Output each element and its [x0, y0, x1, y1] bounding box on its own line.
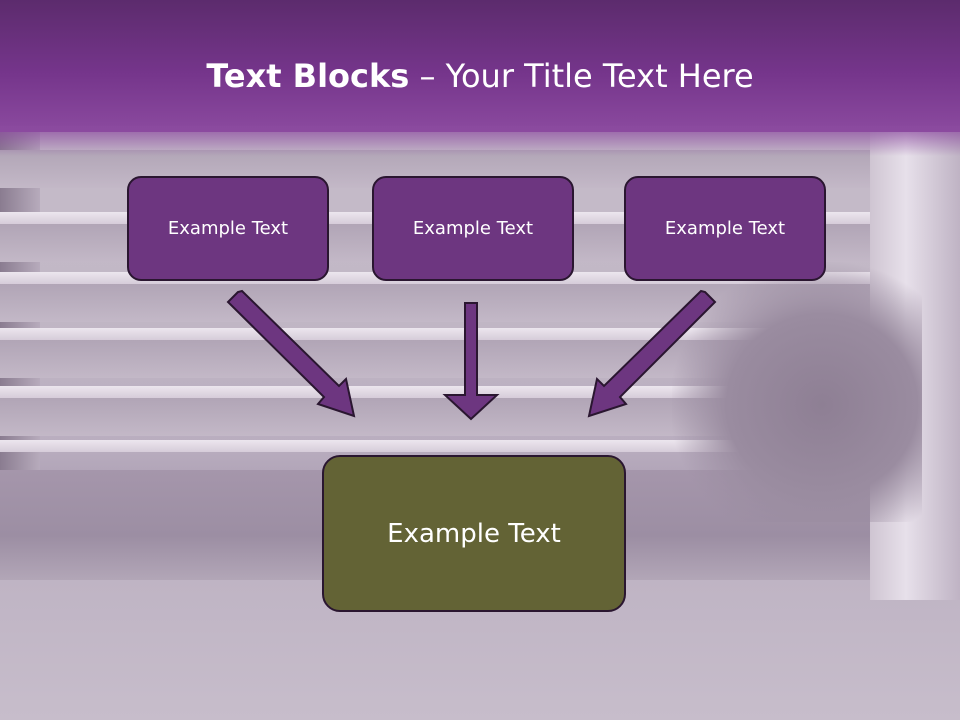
top-box-3[interactable]: Example Text	[624, 176, 826, 281]
top-box-3-label: Example Text	[664, 218, 786, 239]
background-seated-figure	[672, 262, 922, 522]
arrow-center-down	[442, 302, 500, 421]
top-box-1-label: Example Text	[167, 218, 289, 239]
bottom-box[interactable]: Example Text	[322, 455, 626, 612]
arrow-left-down-right	[226, 289, 356, 418]
bottom-box-label: Example Text	[387, 518, 561, 549]
header-band	[0, 0, 960, 132]
slide-title-rest: – Your Title Text Here	[409, 57, 754, 95]
top-box-2-label: Example Text	[412, 218, 534, 239]
top-box-1[interactable]: Example Text	[127, 176, 329, 281]
header-fade	[0, 126, 960, 156]
slide-title: Text Blocks – Your Title Text Here	[0, 52, 960, 100]
slide-title-bold: Text Blocks	[206, 57, 410, 95]
arrow-right-down-left	[587, 289, 717, 418]
top-box-2[interactable]: Example Text	[372, 176, 574, 281]
